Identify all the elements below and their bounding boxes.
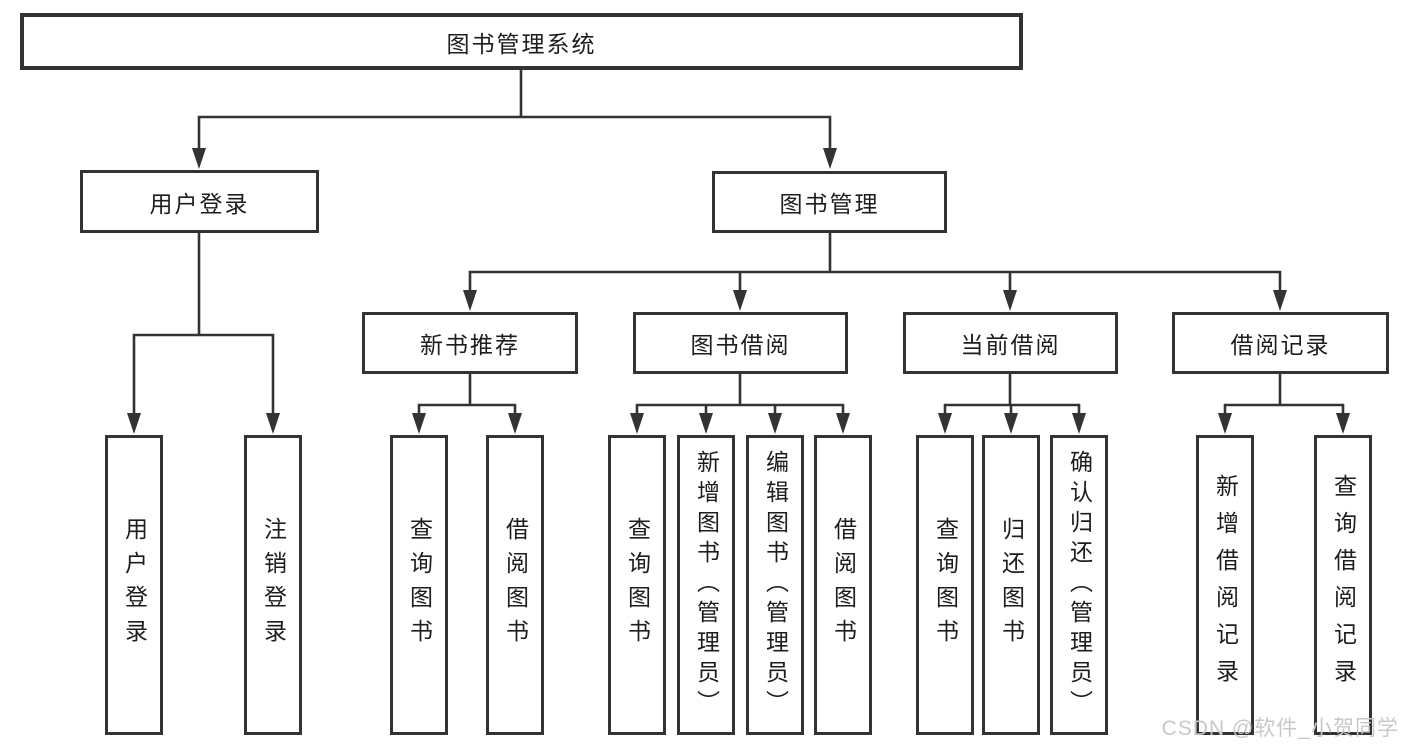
leaf-borrow-books-recommend: 借阅图书 <box>486 435 544 735</box>
node-user-login: 用户登录 <box>80 170 319 233</box>
leaf-query-borrow-record: 查询借阅记录 <box>1314 435 1372 735</box>
leaf-borrow-books: 借阅图书 <box>814 435 872 735</box>
leaf-query-books-borrowing: 查询图书 <box>608 435 666 735</box>
leaf-add-books-admin: 新增图书（管理员） <box>677 435 735 735</box>
leaf-edit-books-admin: 编辑图书（管理员） <box>746 435 804 735</box>
node-book-borrowing: 图书借阅 <box>633 312 848 374</box>
node-book-management: 图书管理 <box>712 171 947 233</box>
node-borrow-records: 借阅记录 <box>1172 312 1389 374</box>
leaf-logout: 注销登录 <box>244 435 302 735</box>
leaf-add-borrow-record: 新增借阅记录 <box>1196 435 1254 735</box>
node-current-borrowing: 当前借阅 <box>903 312 1118 374</box>
node-library-system: 图书管理系统 <box>20 13 1023 70</box>
leaf-user-login: 用户登录 <box>105 435 163 735</box>
leaf-confirm-return-admin: 确认归还（管理员） <box>1050 435 1108 735</box>
csdn-watermark: CSDN @软件_小贺同学 <box>1161 717 1399 740</box>
leaf-query-books-current: 查询图书 <box>916 435 974 735</box>
leaf-query-books-recommend: 查询图书 <box>390 435 448 735</box>
leaf-return-books: 归还图书 <box>982 435 1040 735</box>
node-new-book-recommend: 新书推荐 <box>362 312 578 374</box>
